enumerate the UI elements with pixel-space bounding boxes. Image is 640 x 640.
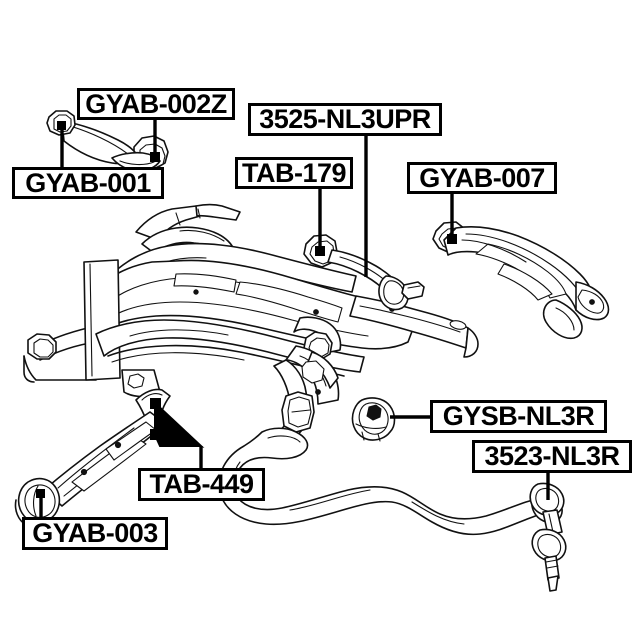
tip-gyab-007 [447, 234, 457, 244]
callout-tab-179-text: TAB-179 [241, 157, 347, 188]
callout-3525-nl3upr-text: 3525-NL3UPR [259, 104, 431, 134]
callout-gyab-003[interactable]: GYAB-003 [22, 517, 168, 550]
callout-gyab-003-text: GYAB-003 [32, 518, 158, 548]
part-trailing-arm [14, 388, 171, 526]
callout-3523-nl3r[interactable]: 3523-NL3R [472, 440, 632, 473]
part-stabilizer-bushing [351, 397, 396, 442]
callout-gyab-002z[interactable]: GYAB-002Z [77, 88, 235, 120]
callout-tab-179[interactable]: TAB-179 [235, 157, 353, 189]
callout-gyab-001[interactable]: GYAB-001 [12, 167, 164, 199]
callout-gysb-nl3r[interactable]: GYSB-NL3R [430, 400, 607, 433]
leader-tip-markers [36, 121, 457, 498]
part-lower-control-arm [432, 221, 610, 340]
callout-gyab-002z-text: GYAB-002Z [85, 88, 227, 119]
tip-gyab-002z [150, 152, 160, 162]
leader-tab-449-wedge [153, 400, 205, 448]
tip-tab-179 [315, 246, 325, 256]
callout-tab-449-text: TAB-449 [149, 469, 254, 499]
tip-tab-449-lower [150, 429, 161, 440]
callout-gyab-007[interactable]: GYAB-007 [407, 162, 557, 194]
tip-gyab-001 [57, 121, 66, 130]
tip-gyab-003 [36, 489, 45, 498]
part-subframe [23, 203, 479, 437]
callout-gyab-007-text: GYAB-007 [419, 162, 545, 193]
callout-3525-nl3upr[interactable]: 3525-NL3UPR [248, 103, 442, 136]
callout-tab-449[interactable]: TAB-449 [138, 468, 265, 501]
callout-gysb-nl3r-text: GYSB-NL3R [442, 401, 595, 431]
leader-lines [39, 120, 550, 517]
callout-3523-nl3r-text: 3523-NL3R [484, 441, 620, 471]
tip-tab-449-upper [150, 398, 161, 409]
callout-gyab-001-text: GYAB-001 [25, 167, 151, 198]
